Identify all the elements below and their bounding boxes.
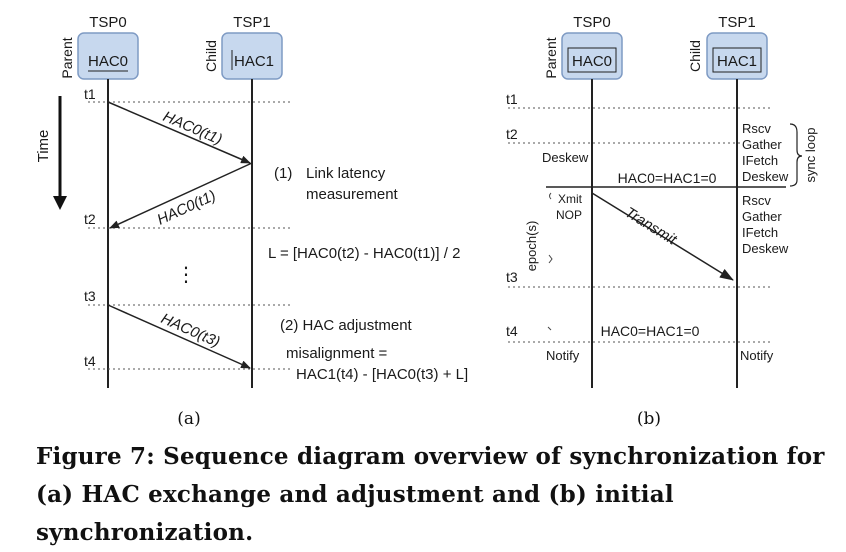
parent-label: Parent	[59, 37, 75, 78]
hac-equal-zero-1: HAC0=HAC1=0	[618, 170, 717, 186]
sequence-diagram-figure: TSP0 TSP1 HAC0 HAC1 Parent Child Time t1…	[35, 14, 818, 429]
panel-a-label: (a)	[177, 409, 200, 429]
tsp0-label-b: TSP0	[573, 14, 611, 31]
child-label-b: Child	[687, 40, 703, 72]
sync-loop-label: sync loop	[803, 128, 818, 183]
tick-t4-b: t4	[506, 323, 518, 339]
figure-caption: Figure 7: Sequence diagram overview of s…	[36, 443, 825, 546]
tsp0-label: TSP0	[89, 14, 127, 31]
hac-equal-zero-2: HAC0=HAC1=0	[601, 323, 700, 339]
hac1-label-b: HAC1	[717, 53, 757, 70]
tick-t3: t3	[84, 288, 96, 304]
hac1-label: HAC1	[234, 53, 274, 70]
sync-word-ifetch: IFetch	[742, 153, 778, 168]
transmit-label: Transmit	[622, 204, 680, 249]
tick-t2: t2	[84, 211, 96, 227]
message-arrow-1	[107, 101, 251, 164]
sync-word-rscv-2: Rscv	[742, 193, 771, 208]
parent-label-b: Parent	[543, 37, 559, 78]
panel-a: TSP0 TSP1 HAC0 HAC1 Parent Child Time t1…	[35, 14, 468, 429]
tsp1-label-b: TSP1	[718, 14, 756, 31]
message-arrow-3	[107, 304, 251, 369]
deskew-parent: Deskew	[542, 150, 589, 165]
message-arrow-2	[109, 162, 253, 229]
tick-t4: t4	[84, 353, 96, 369]
sync-word-gather: Gather	[742, 137, 782, 152]
tick-t1-b: t1	[506, 91, 518, 107]
sync-word-deskew: Deskew	[742, 169, 789, 184]
tick-t2-b: t2	[506, 126, 518, 142]
tsp1-label: TSP1	[233, 14, 271, 31]
hac0-label: HAC0	[88, 53, 128, 70]
transmit-arrow	[591, 192, 734, 281]
step1-line2: measurement	[306, 186, 399, 203]
step1-line1: Link latency	[306, 165, 386, 182]
notify-child: Notify	[740, 348, 774, 363]
hac0-label-b: HAC0	[572, 53, 612, 70]
misalignment-line1: misalignment =	[286, 345, 388, 362]
sync-word-rscv: Rscv	[742, 121, 771, 136]
sync-word-gather-2: Gather	[742, 209, 782, 224]
sync-loop-brace	[789, 123, 803, 187]
step2-heading: (2) HAC adjustment	[280, 317, 413, 334]
panel-b: TSP0 TSP1 HAC0 HAC1 Parent Child t1 t2 t…	[506, 14, 818, 429]
nop-label: NOP	[556, 208, 582, 222]
sync-word-deskew-2: Deskew	[742, 241, 789, 256]
xmit-label: Xmit	[558, 192, 583, 206]
ellipsis-marker: ⋮	[176, 264, 196, 286]
message-label-3: HAC0(t3)	[158, 310, 222, 351]
tick-t1: t1	[84, 86, 96, 102]
step1-number: (1)	[274, 165, 292, 182]
notify-parent: Notify	[546, 348, 580, 363]
misalignment-line2: HAC1(t4) - [HAC0(t3) + L]	[296, 366, 468, 383]
latency-formula: L = [HAC0(t2) - HAC0(t1)] / 2	[268, 245, 460, 262]
child-label: Child	[203, 40, 219, 72]
sync-word-ifetch-2: IFetch	[742, 225, 778, 240]
panel-b-label: (b)	[637, 409, 661, 429]
tick-t3-b: t3	[506, 269, 518, 285]
epochs-label: epoch(s)	[524, 221, 539, 272]
time-label: Time	[35, 130, 52, 163]
